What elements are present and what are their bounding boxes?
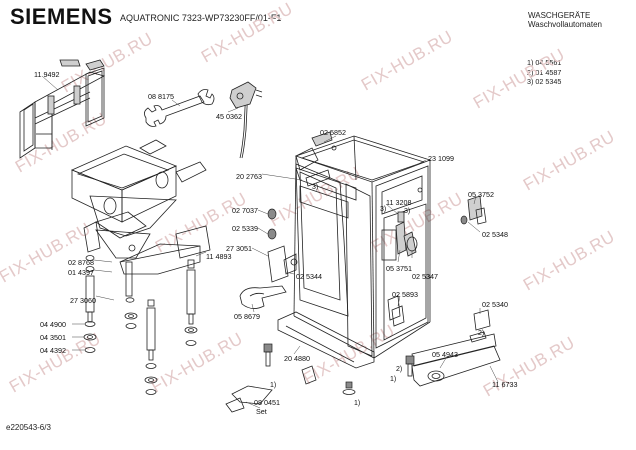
part-label: 23 1099 xyxy=(428,154,454,163)
power-cord-drawing xyxy=(229,81,263,159)
part-label: 02 5348 xyxy=(482,230,508,239)
leader-lines xyxy=(41,75,499,409)
part-label: 27 3051 xyxy=(226,244,252,253)
variant-marker: 3) xyxy=(404,208,411,215)
part-label: 01 4397 xyxy=(68,268,94,277)
part-label: 02 5893 xyxy=(392,290,418,299)
part-label: 11 3208 xyxy=(386,198,412,207)
part-label: 04 4392 xyxy=(40,346,66,355)
part-label: 02 8768 xyxy=(68,258,94,267)
category-subtitle: Waschvollautomaten xyxy=(528,20,602,29)
part-label: 08 8175 xyxy=(148,92,174,101)
part-label: 08 0451 xyxy=(254,398,280,407)
variant-list: 1) 04 5561 2) 01 4587 3) 02 5345 xyxy=(527,58,561,87)
variant-marker: 1) xyxy=(270,382,277,389)
part-label: 05 3752 xyxy=(468,190,494,199)
part-label: 04 4900 xyxy=(40,320,66,329)
part-label: 02 7037 xyxy=(232,206,258,215)
part-label: 04 3501 xyxy=(40,333,66,342)
part-label: Set xyxy=(256,407,267,416)
bracket-frame-drawing xyxy=(19,59,106,159)
variant-marker: 1) xyxy=(390,376,397,383)
part-label: 11 4893 xyxy=(206,252,232,261)
part-label: 20 4880 xyxy=(284,354,310,363)
variant-item: 3) 02 5345 xyxy=(527,77,562,87)
document-id: e220543-6/3 xyxy=(6,423,51,432)
part-label: 20 2763 xyxy=(236,172,262,181)
part-label: 02 5339 xyxy=(232,224,258,233)
part-label: 02 5340 xyxy=(482,300,508,309)
part-label: 02 5852 xyxy=(320,128,346,137)
part-label: 27 3060 xyxy=(70,296,96,305)
shock-absorber-drawing xyxy=(83,255,198,395)
part-label: 11 6733 xyxy=(492,380,518,389)
small-parts-drawing xyxy=(225,131,501,413)
variant-item: 1) 04 5561 xyxy=(527,58,562,67)
part-label: 02 5347 xyxy=(412,272,438,281)
part-label: 11 9492 xyxy=(34,70,60,79)
detergent-dispenser-drawing xyxy=(70,139,211,275)
brand-logo: SIEMENS xyxy=(10,4,113,29)
part-label: 05 4943 xyxy=(432,350,458,359)
part-label: 05 8679 xyxy=(234,312,260,321)
variant-marker: 3) xyxy=(380,206,387,213)
variant-marker: 2) xyxy=(478,330,485,337)
part-label: 05 3751 xyxy=(386,264,412,273)
variant-marker: 2) xyxy=(396,366,403,373)
cabinet-frame-drawing xyxy=(277,135,432,369)
part-label: 45 0362 xyxy=(216,112,242,121)
model-title: AQUATRONIC 7323-WP73230FF/01-F1 xyxy=(120,13,282,23)
variant-item: 2) 01 4587 xyxy=(527,67,562,77)
variant-marker: 3) xyxy=(312,184,319,191)
variant-marker: 1) xyxy=(354,400,361,407)
part-label: 02 5344 xyxy=(296,272,322,281)
category-title: WASCHGERÄTE xyxy=(528,11,591,20)
wrench-drawing xyxy=(144,89,215,127)
